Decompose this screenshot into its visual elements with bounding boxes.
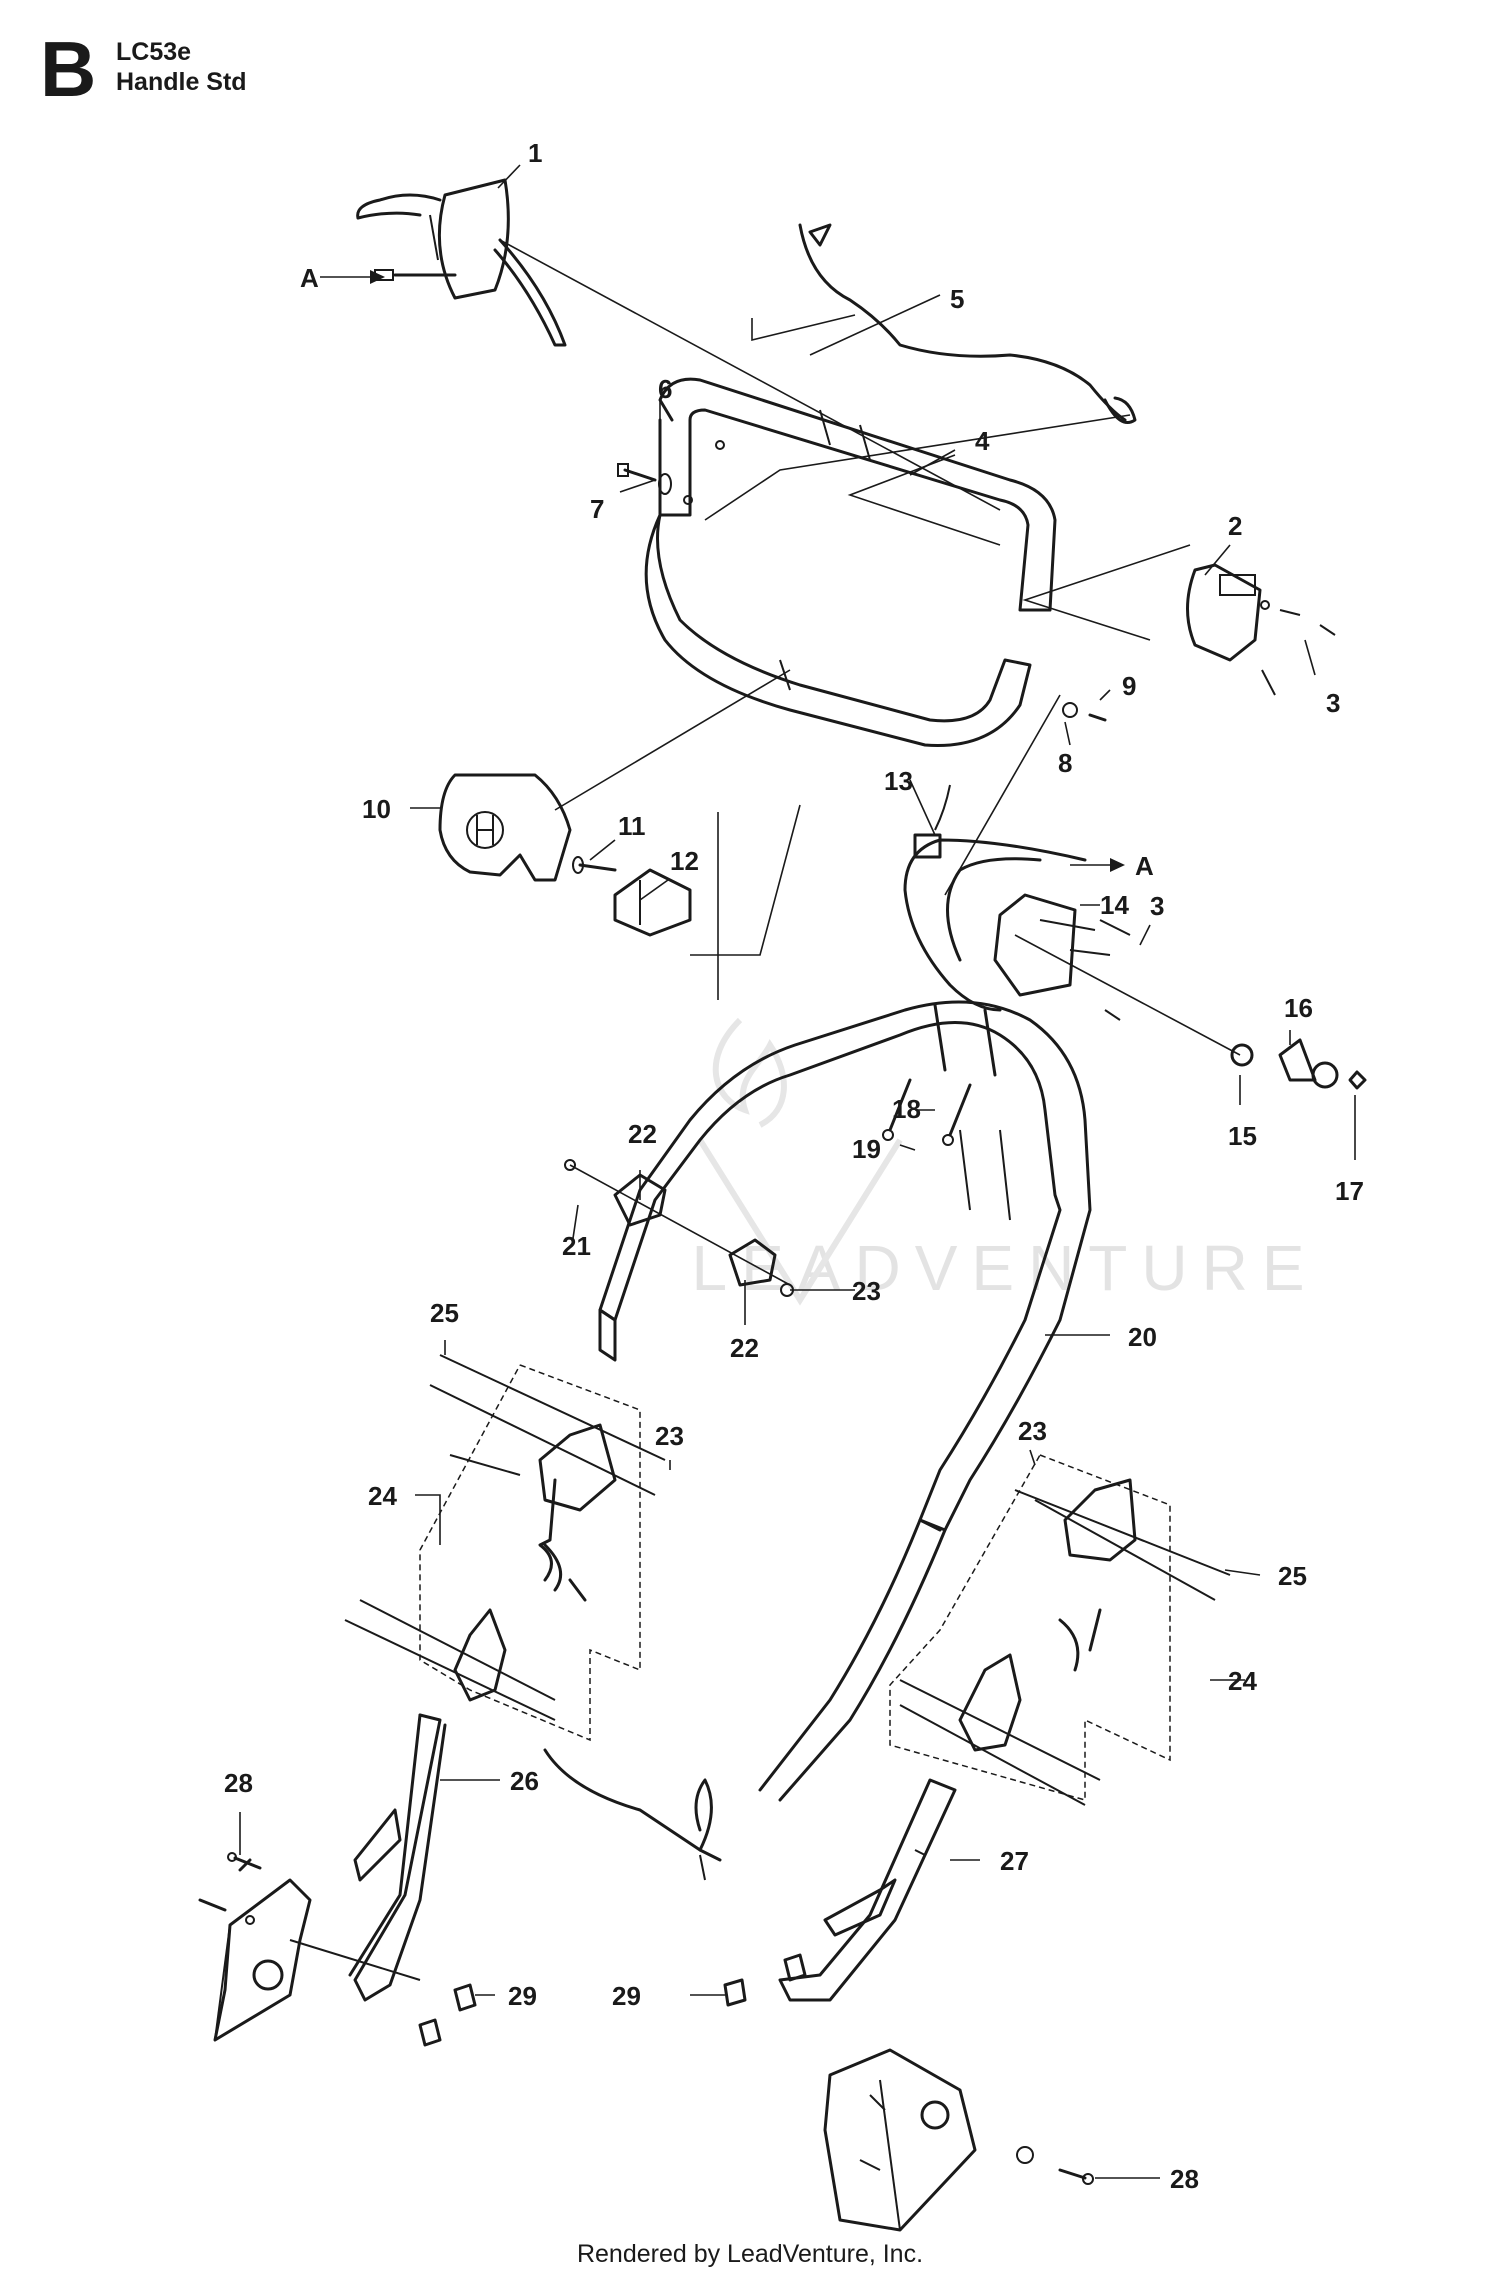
callout-29[interactable]: 29 [612,1981,641,2011]
clamp-part-22 [564,1159,794,1297]
callout-11[interactable]: 11 [618,811,646,841]
callout-3[interactable]: 3 [1326,688,1340,718]
model-name: LC53e [116,38,192,66]
callout-12[interactable]: 12 [670,846,699,876]
reference-label-a[interactable]: A [300,263,319,293]
screw-part-7 [617,463,672,495]
leader-lines [239,164,1356,2179]
callout-24[interactable]: 24 [1228,1666,1257,1696]
callout-7[interactable]: 7 [590,494,604,524]
callout-22[interactable]: 22 [730,1333,759,1363]
callout-10[interactable]: 10 [362,794,391,824]
callout-20[interactable]: 20 [1128,1322,1157,1352]
callout-23[interactable]: 23 [655,1421,684,1451]
callout-15[interactable]: 15 [1228,1121,1257,1151]
callout-28[interactable]: 28 [224,1768,253,1798]
callout-6[interactable]: 6 [658,374,672,404]
lower-handle-part-20 [598,1000,1092,1802]
callout-13[interactable]: 13 [884,766,913,796]
control-housing-part-1 [356,178,567,347]
bolt-part-19 [882,1078,972,1146]
cable-part-5 [798,223,1137,424]
callout-27[interactable]: 27 [1000,1846,1029,1876]
lower-cable-loop [543,1748,722,1881]
bolt-part-28 [227,1852,1094,2185]
callout-19[interactable]: 19 [852,1134,881,1164]
callout-29[interactable]: 29 [508,1981,537,2011]
callout-26[interactable]: 26 [510,1766,539,1796]
callout-8[interactable]: 8 [1058,748,1072,778]
callout-23[interactable]: 23 [852,1276,881,1306]
latch-assembly-left-part-24 [344,1354,666,1742]
right-arm-part-27 [778,1778,957,2002]
callout-3[interactable]: 3 [1150,891,1164,921]
reference-arrow-a-top [320,270,385,284]
callout-14[interactable]: 14 [1100,890,1129,920]
section-title: Handle Std [116,68,247,96]
control-cable [903,838,1087,1012]
reference-arrow-a-middle [1070,858,1125,872]
section-letter: B [40,25,97,113]
callout-4[interactable]: 4 [975,426,990,456]
bracket-part-14 [913,784,1131,1021]
callout-9[interactable]: 9 [1122,671,1136,701]
callout-25[interactable]: 25 [1278,1561,1307,1591]
callout-25[interactable]: 25 [430,1298,459,1328]
callout-22[interactable]: 22 [628,1119,657,1149]
callout-labels: 1 2 3 3 4 5 6 7 8 9 10 11 12 13 14 15 16… [224,138,1364,2194]
bushing-part-29 [418,1953,807,2047]
watermark: LEADVENTURE [692,1232,1319,1304]
side-cover-part-2 [1186,563,1336,696]
callout-21[interactable]: 21 [562,1231,591,1261]
callout-23[interactable]: 23 [1018,1416,1047,1446]
callout-16[interactable]: 16 [1284,993,1313,1023]
callout-5[interactable]: 5 [950,284,964,314]
footer-credit: Rendered by LeadVenture, Inc. [576,2240,924,2268]
deck-bracket-left [198,1858,421,2042]
callout-24[interactable]: 24 [368,1481,397,1511]
nut-part-8 [1062,702,1107,722]
reference-label-a[interactable]: A [1135,851,1154,881]
knob-part-16 [1230,1038,1367,1090]
left-arm-part-26 [348,1713,447,2002]
callout-28[interactable]: 28 [1170,2164,1199,2194]
deck-bracket-right [823,2048,1034,2232]
callout-2[interactable]: 2 [1228,511,1242,541]
clamp-part-12 [572,856,692,937]
console-cover-part-10 [438,773,572,882]
watermark-logo [697,1017,903,1306]
upper-handle-part-4 [644,377,1057,747]
latch-assembly-right-part-24 [889,1454,1231,1806]
callout-18[interactable]: 18 [892,1094,921,1124]
callout-1[interactable]: 1 [528,138,542,168]
callout-17[interactable]: 17 [1335,1176,1364,1206]
